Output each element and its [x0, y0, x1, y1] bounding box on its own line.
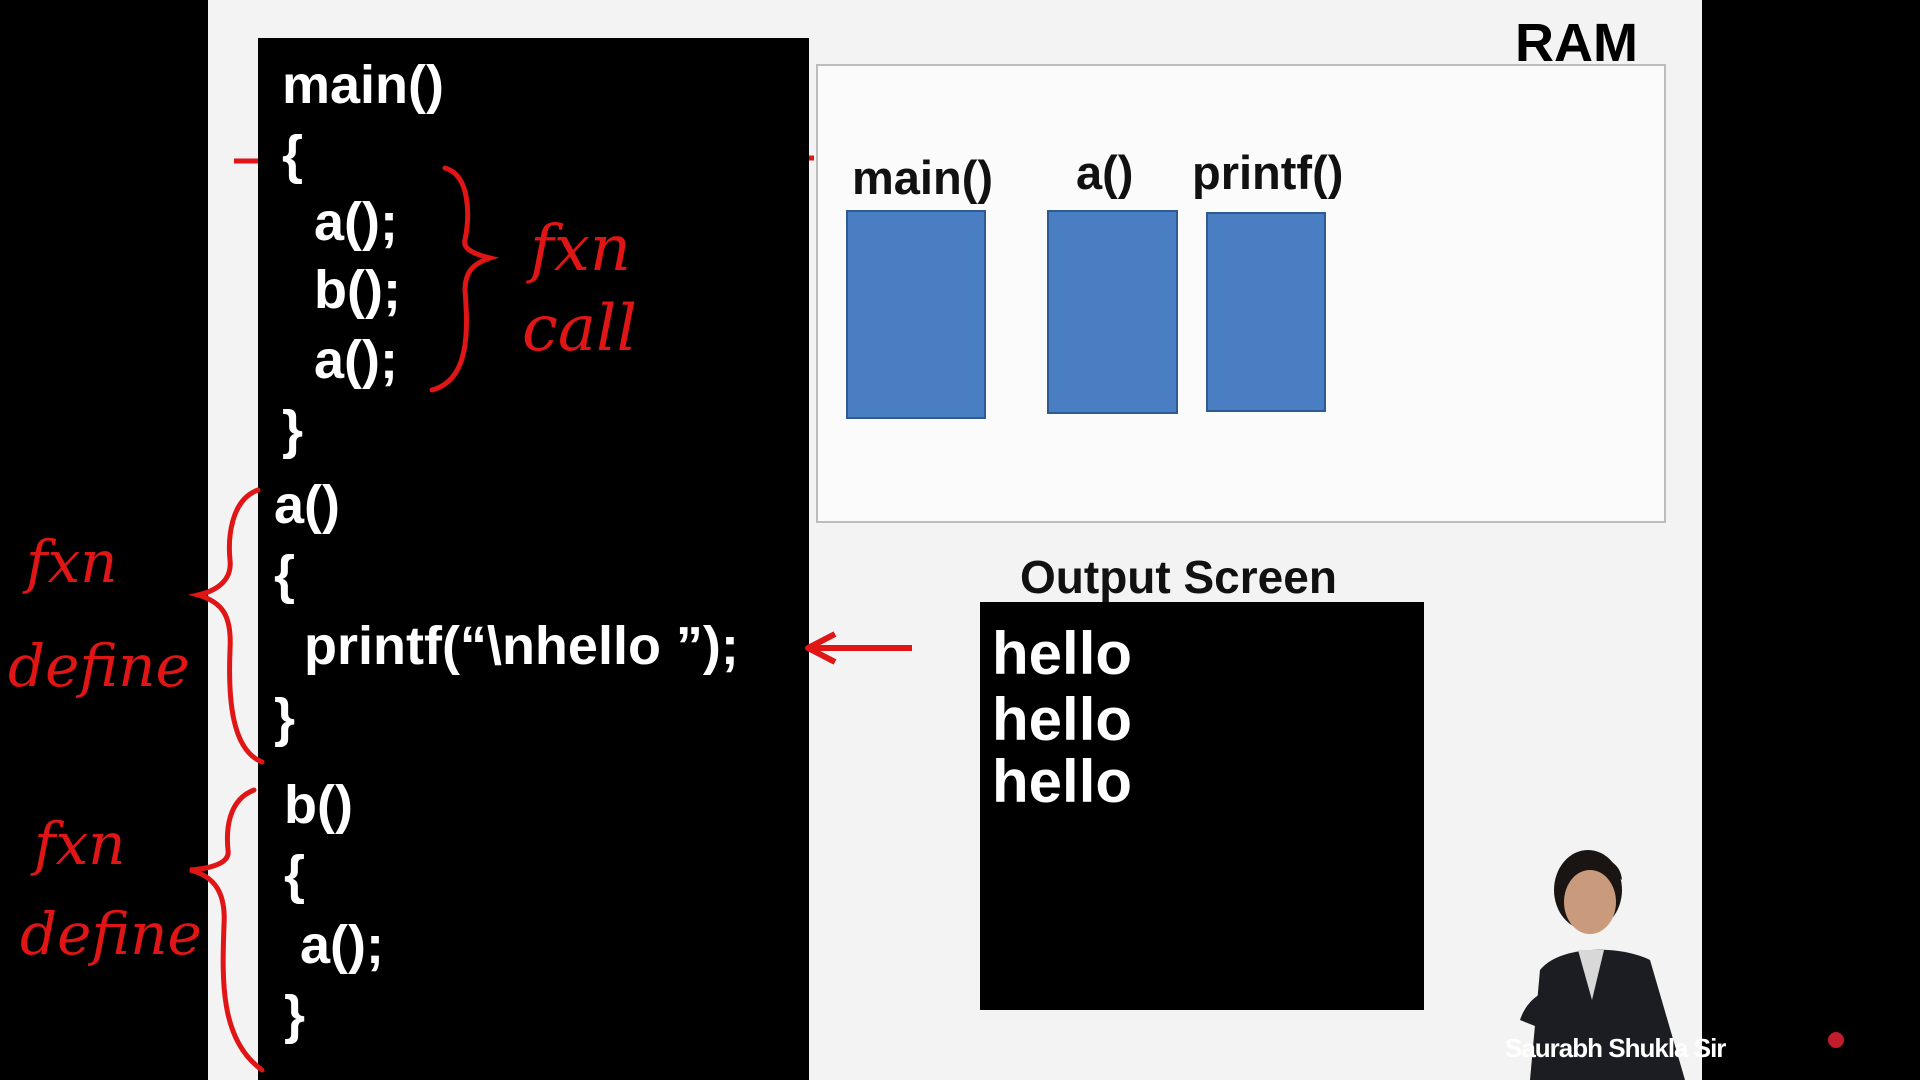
- annotation-define-a-line2: define: [8, 632, 190, 700]
- code-line: }: [274, 688, 296, 748]
- code-line: a();: [300, 915, 384, 975]
- stack-frame-main: [846, 210, 986, 419]
- brace-define-b: [189, 787, 265, 1073]
- output-screen: hello hello hello: [980, 602, 1424, 1010]
- code-line: b(): [284, 775, 353, 835]
- annotation-define-b-line2: define: [20, 900, 202, 968]
- frame-label-a: a(): [1076, 146, 1134, 199]
- code-line: a();: [314, 192, 398, 252]
- channel-logo: [1828, 1032, 1844, 1048]
- code-line: }: [284, 985, 306, 1045]
- code-panel: [258, 38, 809, 1080]
- presenter-image: [1520, 850, 1685, 1080]
- arrow-head: [805, 631, 837, 665]
- code-line: {: [274, 545, 296, 605]
- code-line: a();: [314, 330, 398, 390]
- output-line: hello: [992, 686, 1133, 753]
- output-line: hello: [992, 620, 1133, 687]
- annotation-define-b-line1: fxn: [34, 810, 126, 878]
- output-line: hello: [992, 748, 1133, 815]
- ram-title: RAM: [1515, 13, 1638, 73]
- code-line: main(): [282, 55, 444, 115]
- annotation-fxn-call-line2: call: [522, 292, 637, 366]
- stack-frame-a: [1047, 210, 1178, 414]
- frame-label-printf: printf(): [1192, 146, 1344, 199]
- output-screen-title: Output Screen: [1020, 551, 1337, 603]
- presenter-name: Saurabh Shukla Sir: [1505, 1033, 1726, 1063]
- code-line: }: [282, 400, 304, 460]
- annotation-define-a-line1: fxn: [26, 528, 118, 596]
- annotation-fxn-call-line1: fxn: [530, 212, 631, 286]
- brace-define-a: [188, 487, 265, 765]
- stack-frame-printf: [1206, 212, 1326, 412]
- code-line: printf(“\nhello ”);: [304, 616, 739, 676]
- frame-label-main: main(): [852, 151, 993, 204]
- brace-fxn-call: [429, 165, 499, 393]
- code-line: {: [284, 845, 306, 905]
- code-line: a(): [274, 475, 340, 535]
- code-line: {: [282, 125, 304, 185]
- code-line: b();: [314, 260, 401, 320]
